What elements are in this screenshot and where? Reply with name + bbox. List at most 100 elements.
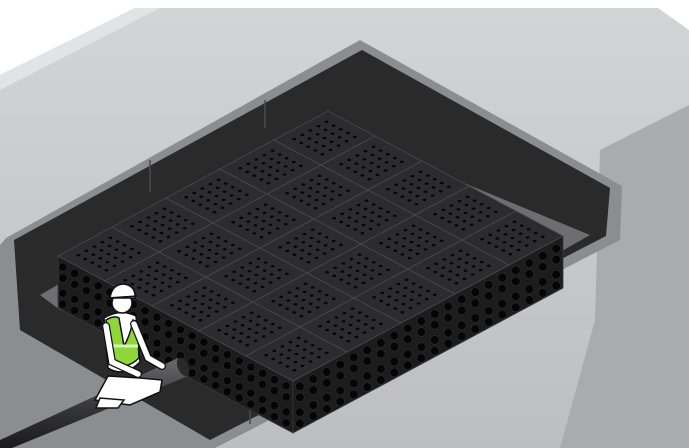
crate-top-hole — [525, 244, 529, 246]
crate-top-hole — [449, 270, 453, 272]
crate-top-hole — [393, 215, 397, 217]
crate-top-hole — [293, 369, 297, 371]
crate-side-hole — [471, 288, 480, 297]
crate-top-hole — [358, 254, 362, 256]
crate-top-hole — [247, 278, 251, 280]
crate-top-hole — [160, 290, 164, 292]
crate-side-hole — [471, 325, 480, 334]
crate-top-hole — [440, 217, 444, 219]
crate-top-hole — [396, 233, 400, 235]
crate-top-hole — [144, 233, 148, 235]
crate-top-hole — [387, 238, 391, 240]
crate-side-hole — [235, 368, 243, 376]
crate-top-hole — [472, 265, 476, 267]
crate-top-hole — [277, 277, 281, 279]
crate-top-hole — [371, 211, 375, 213]
crate-top-hole — [457, 266, 461, 268]
crate-top-hole — [256, 266, 260, 268]
crate-side-hole — [349, 353, 358, 362]
crate-top-hole — [409, 307, 413, 309]
crate-top-hole — [194, 299, 198, 301]
crate-top-hole — [307, 261, 311, 263]
crate-top-hole — [114, 257, 118, 259]
crate-side-hole — [363, 357, 372, 366]
crate-top-hole — [379, 207, 383, 209]
crate-top-hole — [363, 216, 367, 218]
crate-top-hole — [497, 229, 501, 231]
crate-side-hole — [235, 394, 243, 402]
crate-top-hole — [324, 186, 328, 188]
crate-top-hole — [321, 153, 325, 155]
crate-top-hole — [441, 266, 445, 268]
crate-top-hole — [370, 162, 374, 164]
crate-top-hole — [201, 303, 205, 305]
crate-side-hole — [70, 269, 78, 277]
crate-top-hole — [372, 203, 376, 205]
crate-side-hole — [417, 354, 426, 363]
crate-top-hole — [365, 315, 369, 317]
crate-side-hole — [349, 390, 358, 399]
crate-top-hole — [216, 187, 220, 189]
crate-side-hole — [94, 293, 102, 301]
crate-top-hole — [393, 307, 397, 309]
crate-top-hole — [130, 283, 134, 285]
crate-top-hole — [216, 244, 220, 246]
crate-top-hole — [122, 252, 126, 254]
crate-top-hole — [397, 283, 401, 285]
crate-top-hole — [252, 175, 256, 177]
crate-top-hole — [433, 236, 437, 238]
crate-top-hole — [440, 275, 444, 277]
crate-side-hole — [295, 408, 304, 417]
crate-top-hole — [353, 171, 357, 173]
crate-top-hole — [316, 133, 320, 135]
crate-top-hole — [250, 312, 254, 314]
crate-top-hole — [466, 253, 470, 255]
crate-top-hole — [176, 223, 180, 225]
crate-top-hole — [293, 245, 297, 247]
crate-top-hole — [153, 286, 157, 288]
crate-top-hole — [349, 266, 353, 268]
crate-top-hole — [339, 186, 343, 188]
crate-top-hole — [241, 324, 245, 326]
crate-top-hole — [283, 173, 287, 175]
crate-top-hole — [332, 182, 336, 184]
crate-top-hole — [345, 140, 349, 142]
crate-side-hole — [457, 295, 466, 304]
crate-top-hole — [285, 192, 289, 194]
crate-top-hole — [269, 166, 273, 168]
crate-top-hole — [147, 274, 151, 276]
crate-side-hole — [309, 386, 318, 395]
crate-side-hole — [390, 331, 399, 340]
crate-top-hole — [332, 240, 336, 242]
crate-top-hole — [184, 277, 188, 279]
crate-top-hole — [473, 257, 477, 259]
crate-top-hole — [325, 121, 329, 123]
crate-top-hole — [301, 307, 305, 309]
crate-side-hole — [247, 400, 255, 408]
crate-top-hole — [380, 292, 384, 294]
crate-top-hole — [225, 325, 229, 327]
crate-top-hole — [501, 249, 505, 251]
crate-top-hole — [106, 261, 110, 263]
crate-side-hole — [403, 361, 412, 370]
crate-top-hole — [338, 136, 342, 138]
crate-top-hole — [310, 294, 314, 296]
crate-top-hole — [411, 175, 415, 177]
crate-top-hole — [309, 187, 313, 189]
crate-top-hole — [156, 262, 160, 264]
crate-side-hole — [188, 358, 196, 366]
crate-top-hole — [155, 270, 159, 272]
crate-side-hole — [390, 342, 399, 351]
crate-side-hole — [282, 393, 290, 401]
crate-top-hole — [257, 315, 261, 317]
crate-top-hole — [292, 219, 296, 221]
crate-top-hole — [331, 132, 335, 134]
crate-top-hole — [348, 332, 352, 334]
crate-top-hole — [360, 174, 364, 176]
crate-top-hole — [263, 154, 267, 156]
crate-side-hole — [258, 380, 266, 388]
crate-top-hole — [238, 190, 242, 192]
crate-top-hole — [255, 274, 259, 276]
crate-side-hole — [444, 339, 453, 348]
crate-top-hole — [393, 157, 397, 159]
